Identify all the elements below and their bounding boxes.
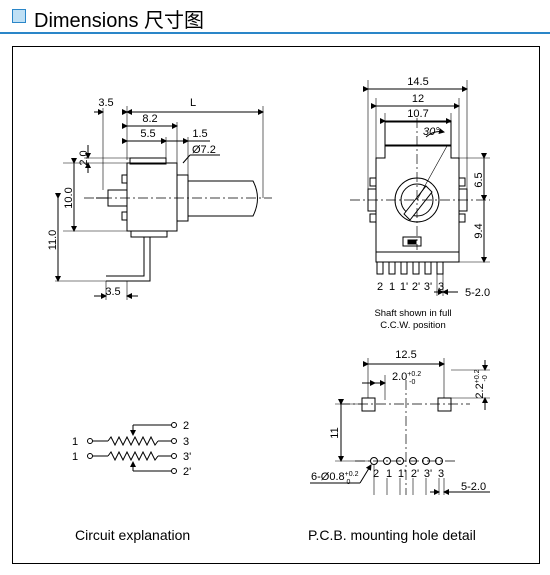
pcb-dim-2-0: 2.0+0.2-0 (392, 371, 421, 386)
drawing-panel (12, 46, 540, 564)
dim-10-7: 10.7 (407, 108, 428, 120)
shaft-note-line1: Shaft shown in full (374, 308, 451, 319)
dim-11-0: 11.0 (47, 230, 59, 251)
dim-2-0: 2.0 (78, 150, 90, 165)
circuit-right-label: 2' (183, 466, 191, 478)
circuit-left-label: 1 (72, 451, 78, 463)
dim-6-5: 6.5 (473, 172, 485, 187)
pcb-pin-label: 3 (438, 468, 444, 480)
dim-10-0: 10.0 (63, 187, 75, 208)
pcb-pin-label: 3' (424, 468, 432, 480)
pcb-dim-12-5: 12.5 (395, 349, 416, 361)
dim-5-5: 5.5 (140, 128, 155, 140)
pcb-caption: P.C.B. mounting hole detail (308, 527, 476, 543)
pcb-dim-11: 11 (329, 427, 341, 438)
dim-14-5: 14.5 (407, 76, 428, 88)
dim-3-5-top: 3.5 (98, 97, 113, 109)
front-pitch: 5-2.0 (465, 287, 490, 299)
pcb-pin-label: 2' (411, 468, 419, 480)
pcb-pin-label: 1' (398, 468, 406, 480)
dim-1-5: 1.5 (192, 128, 207, 140)
header-square-icon (12, 9, 26, 23)
dim-30-deg: 30° (423, 126, 440, 138)
circuit-schematic (87, 422, 177, 474)
pcb-hole-detail (310, 358, 490, 495)
dim-L: L (190, 97, 196, 109)
circuit-left-label: 1 (72, 436, 78, 448)
circuit-caption: Circuit explanation (75, 527, 191, 543)
front-pin-label: 2 (377, 281, 383, 293)
front-pin-label: 3 (438, 281, 444, 293)
header-rule (0, 32, 550, 34)
dim-12: 12 (412, 93, 424, 105)
front-pin-label: 1 (389, 281, 395, 293)
dim-3-5-bottom: 3.5 (105, 286, 120, 298)
dim-9-4: 9.4 (473, 223, 485, 238)
circuit-right-label: 3 (183, 436, 189, 448)
side-view (55, 106, 272, 300)
page-title: Dimensions 尺寸图 (34, 10, 205, 32)
circuit-right-label: 3' (183, 451, 191, 463)
front-view (350, 80, 490, 296)
pcb-pin-label: 1 (386, 468, 392, 480)
pcb-pin-label: 2 (373, 468, 379, 480)
dim-8-2: 8.2 (142, 113, 157, 125)
front-pin-label: 3' (424, 281, 432, 293)
circuit-right-label: 2 (183, 420, 189, 432)
front-pin-label: 1' (400, 281, 408, 293)
header-bar: Dimensions 尺寸图 (0, 0, 550, 34)
pcb-pitch: 5-2.0 (461, 481, 486, 493)
pcb-dim-2-2: 2.2+0.2-0 (474, 369, 489, 398)
dim-dia-7-2: Ø7.2 (192, 144, 216, 156)
shaft-note-line2: C.C.W. position (380, 320, 445, 331)
front-pin-label: 2' (412, 281, 420, 293)
